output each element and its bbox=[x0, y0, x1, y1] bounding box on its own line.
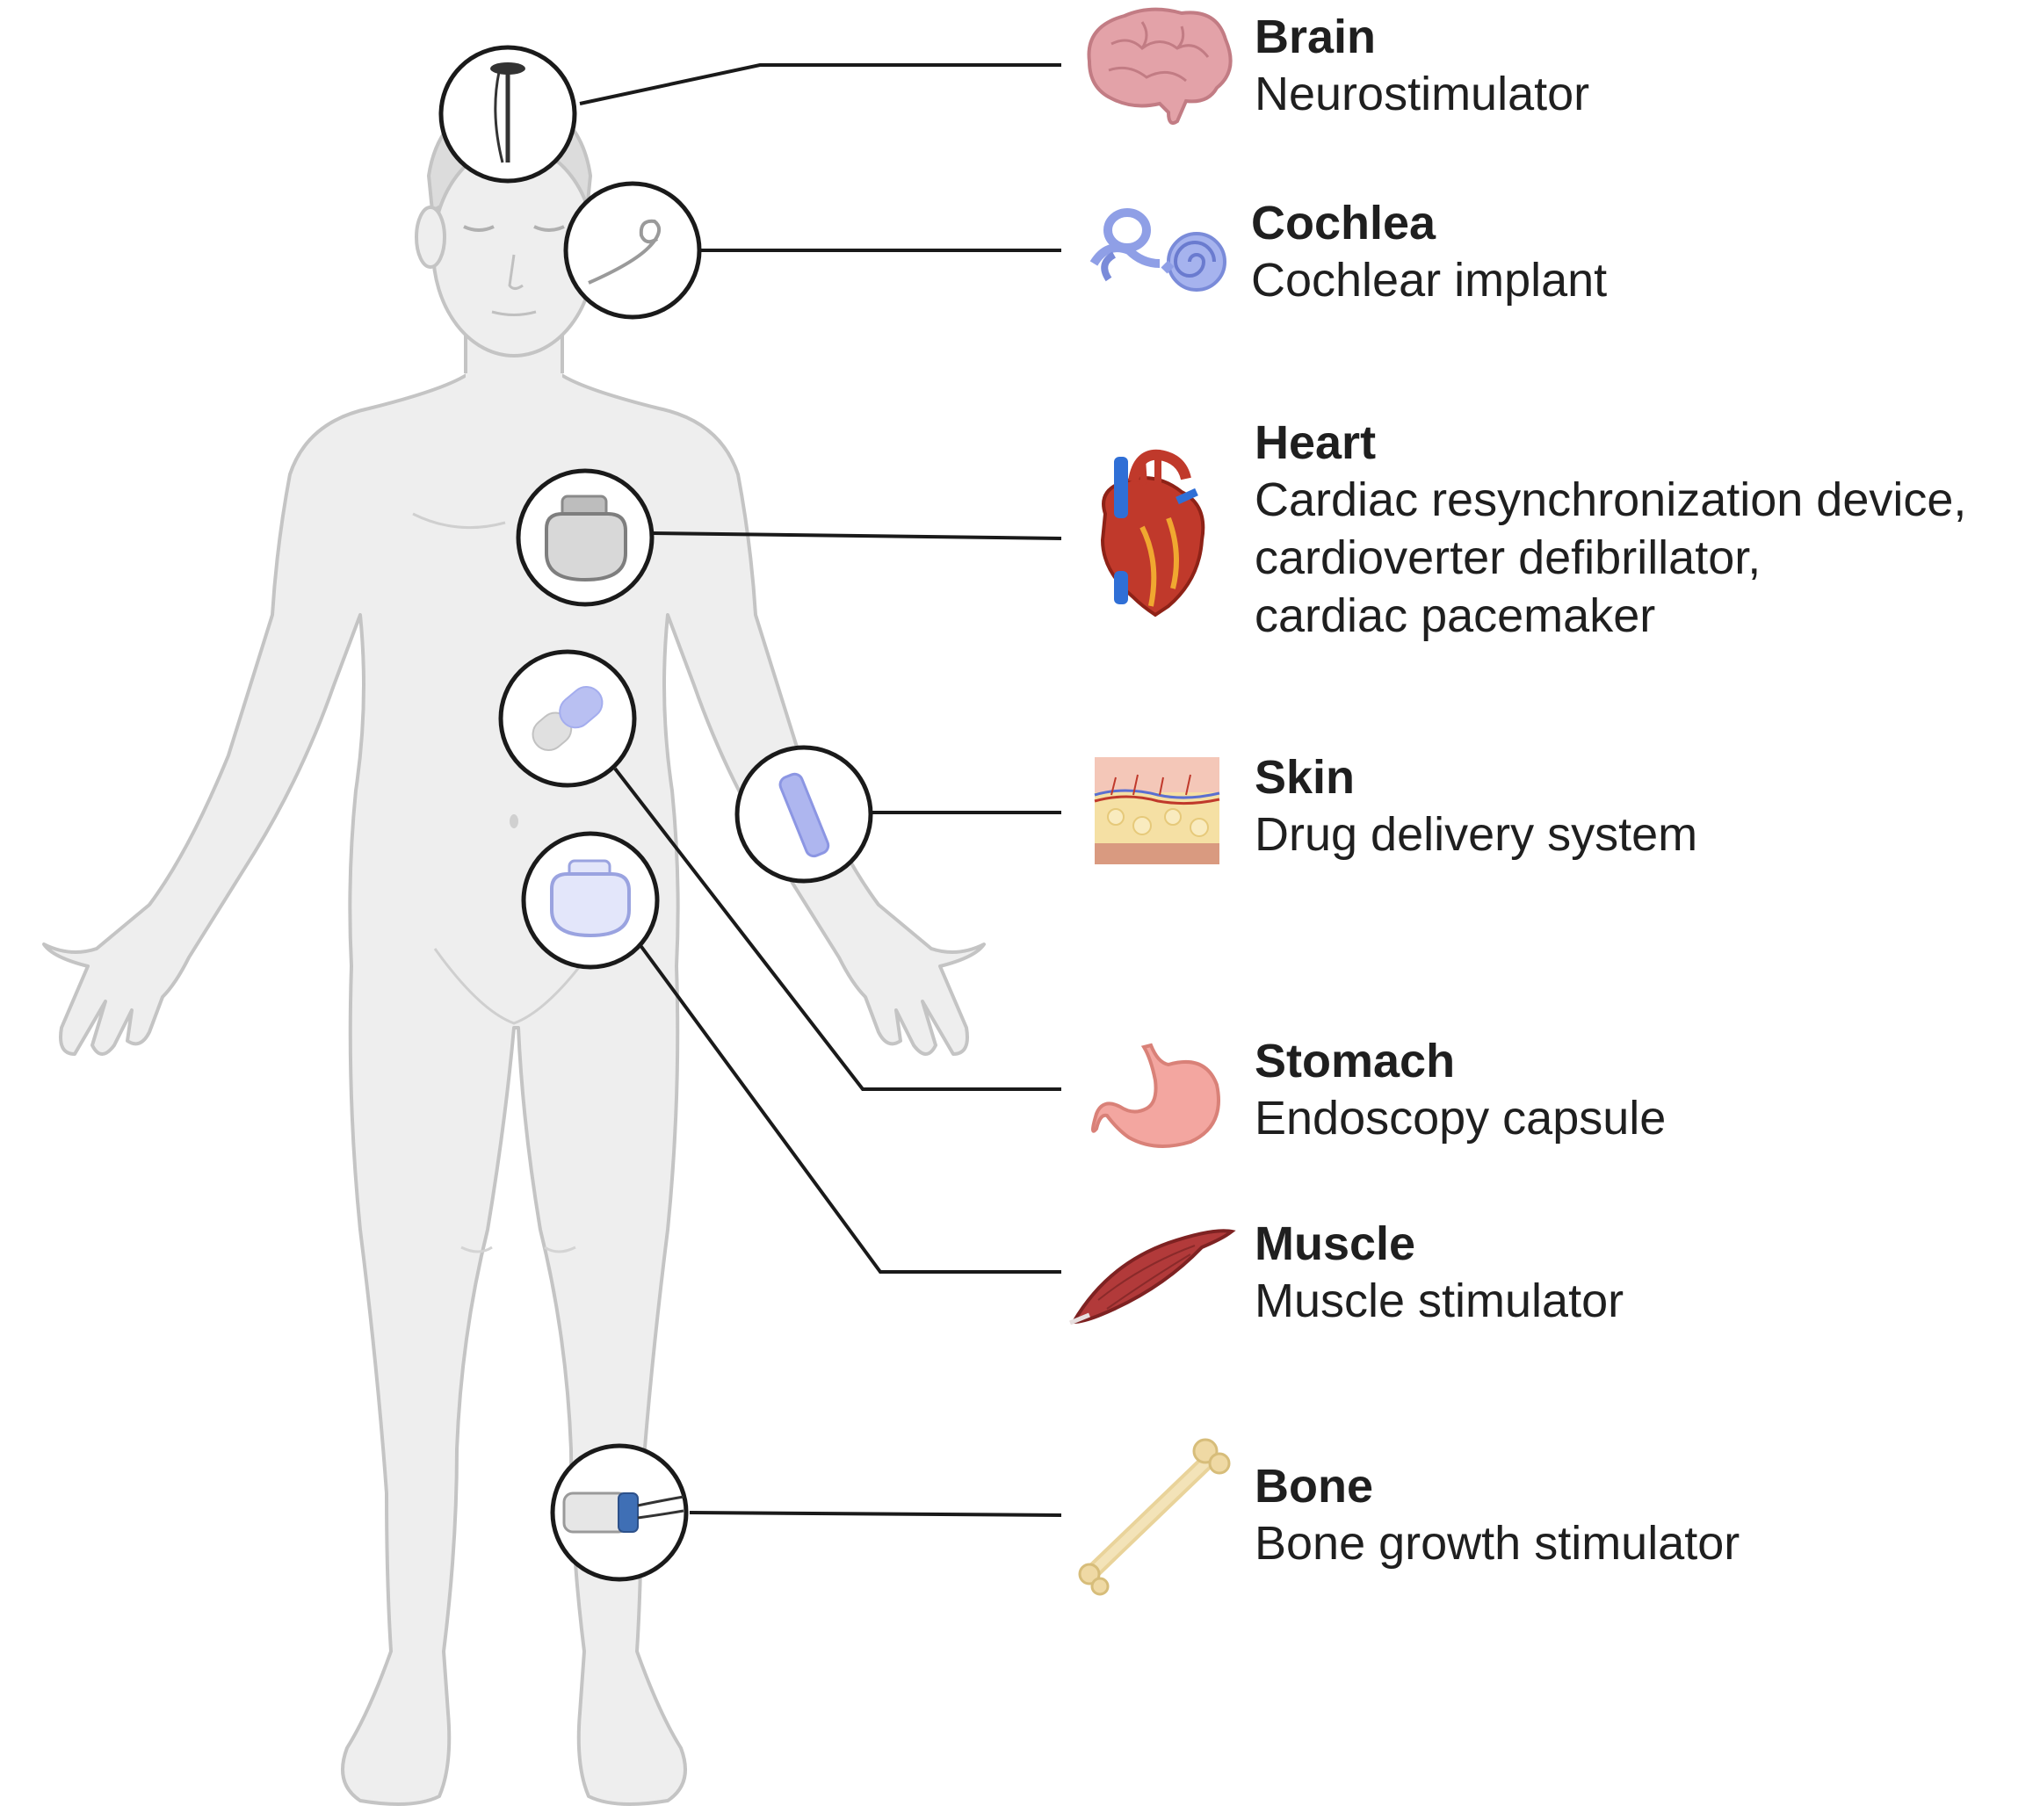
organ-name-cochlea: Cochlea bbox=[1251, 195, 1607, 251]
label-bone: Bone Bone growth stimulator bbox=[1255, 1458, 1740, 1572]
label-heart: Heart Cardiac resynchronization device, … bbox=[1255, 415, 1966, 645]
label-cochlea: Cochlea Cochlear implant bbox=[1251, 195, 1607, 309]
organ-name-skin: Skin bbox=[1255, 749, 1697, 805]
device-name-bone: Bone growth stimulator bbox=[1255, 1514, 1740, 1572]
heart-icon bbox=[1103, 455, 1203, 615]
cochlear-implant-callout bbox=[566, 184, 699, 317]
device-name-skin: Drug delivery system bbox=[1255, 805, 1697, 863]
endoscopy-capsule-callout bbox=[501, 652, 634, 785]
organ-name-brain: Brain bbox=[1255, 9, 1589, 65]
device-name-muscle: Muscle stimulator bbox=[1255, 1272, 1624, 1330]
label-muscle: Muscle Muscle stimulator bbox=[1255, 1216, 1624, 1330]
organ-name-muscle: Muscle bbox=[1255, 1216, 1624, 1272]
leader-line-bone bbox=[690, 1513, 1061, 1515]
organ-name-heart: Heart bbox=[1255, 415, 1966, 471]
organ-name-stomach: Stomach bbox=[1255, 1033, 1666, 1089]
label-skin: Skin Drug delivery system bbox=[1255, 749, 1697, 863]
human-body-figure bbox=[44, 97, 984, 1804]
label-brain: Brain Neurostimulator bbox=[1255, 9, 1589, 123]
drug-delivery-callout bbox=[737, 748, 871, 881]
device-name-heart: Cardiac resynchronization device, cardio… bbox=[1255, 471, 1966, 645]
skin-icon bbox=[1095, 757, 1219, 864]
device-name-cochlea: Cochlear implant bbox=[1251, 251, 1607, 309]
brain-implant-callout bbox=[441, 47, 575, 181]
muscle-icon bbox=[1070, 1231, 1232, 1323]
device-name-stomach: Endoscopy capsule bbox=[1255, 1089, 1666, 1147]
brain-icon bbox=[1089, 10, 1231, 123]
bone-icon bbox=[1080, 1440, 1229, 1594]
leader-line-muscle bbox=[640, 944, 1061, 1272]
cardiac-device-callout bbox=[518, 471, 652, 604]
cochlea-icon bbox=[1094, 213, 1225, 290]
muscle-stimulator-callout bbox=[524, 834, 657, 967]
bone-stimulator-callout bbox=[553, 1446, 686, 1579]
stomach-icon bbox=[1093, 1045, 1219, 1146]
leader-line-brain bbox=[580, 65, 1061, 104]
label-stomach: Stomach Endoscopy capsule bbox=[1255, 1033, 1666, 1147]
organ-name-bone: Bone bbox=[1255, 1458, 1740, 1514]
device-name-brain: Neurostimulator bbox=[1255, 65, 1589, 123]
